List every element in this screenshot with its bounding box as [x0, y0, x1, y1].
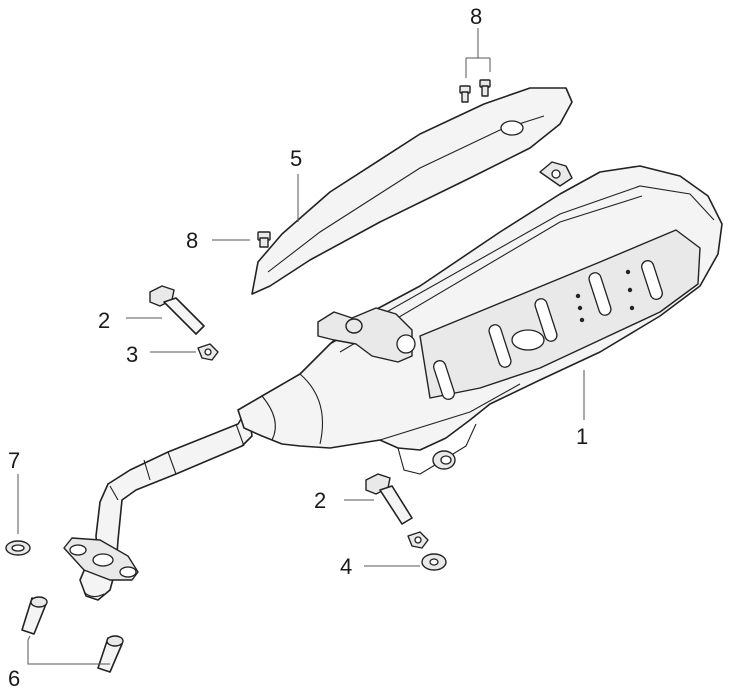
screw-top-right: [479, 79, 491, 97]
callout-8-top: 8: [470, 4, 482, 29]
callout-8-left: 8: [186, 228, 198, 253]
washer: [421, 553, 447, 571]
callout-4: 4: [340, 554, 352, 579]
callout-3: 3: [126, 342, 138, 367]
stud-right: [97, 635, 124, 673]
screw-top-left: [459, 85, 471, 103]
exhaust-header-pipe: [79, 407, 253, 601]
bolt-left: [149, 285, 205, 335]
callout-7: 7: [8, 448, 20, 473]
callout-1: 1: [576, 424, 588, 449]
exhaust-flange: [63, 537, 139, 581]
callout-5: 5: [290, 146, 302, 171]
stud-left: [21, 596, 48, 635]
leader-lines: [17, 28, 585, 665]
muffler-guard-plate: [419, 229, 701, 400]
gasket: [5, 540, 31, 556]
callout-2-left: 2: [98, 308, 110, 333]
clip-right: [407, 531, 429, 549]
muffler-bracket: [317, 161, 573, 363]
bolt-right: [365, 473, 413, 525]
clip-left: [197, 343, 219, 361]
callout-2-right: 2: [314, 488, 326, 513]
muffler-body: [237, 165, 723, 475]
callout-6: 6: [8, 666, 20, 691]
heat-shield: [251, 87, 573, 295]
screw-left: [257, 231, 271, 248]
